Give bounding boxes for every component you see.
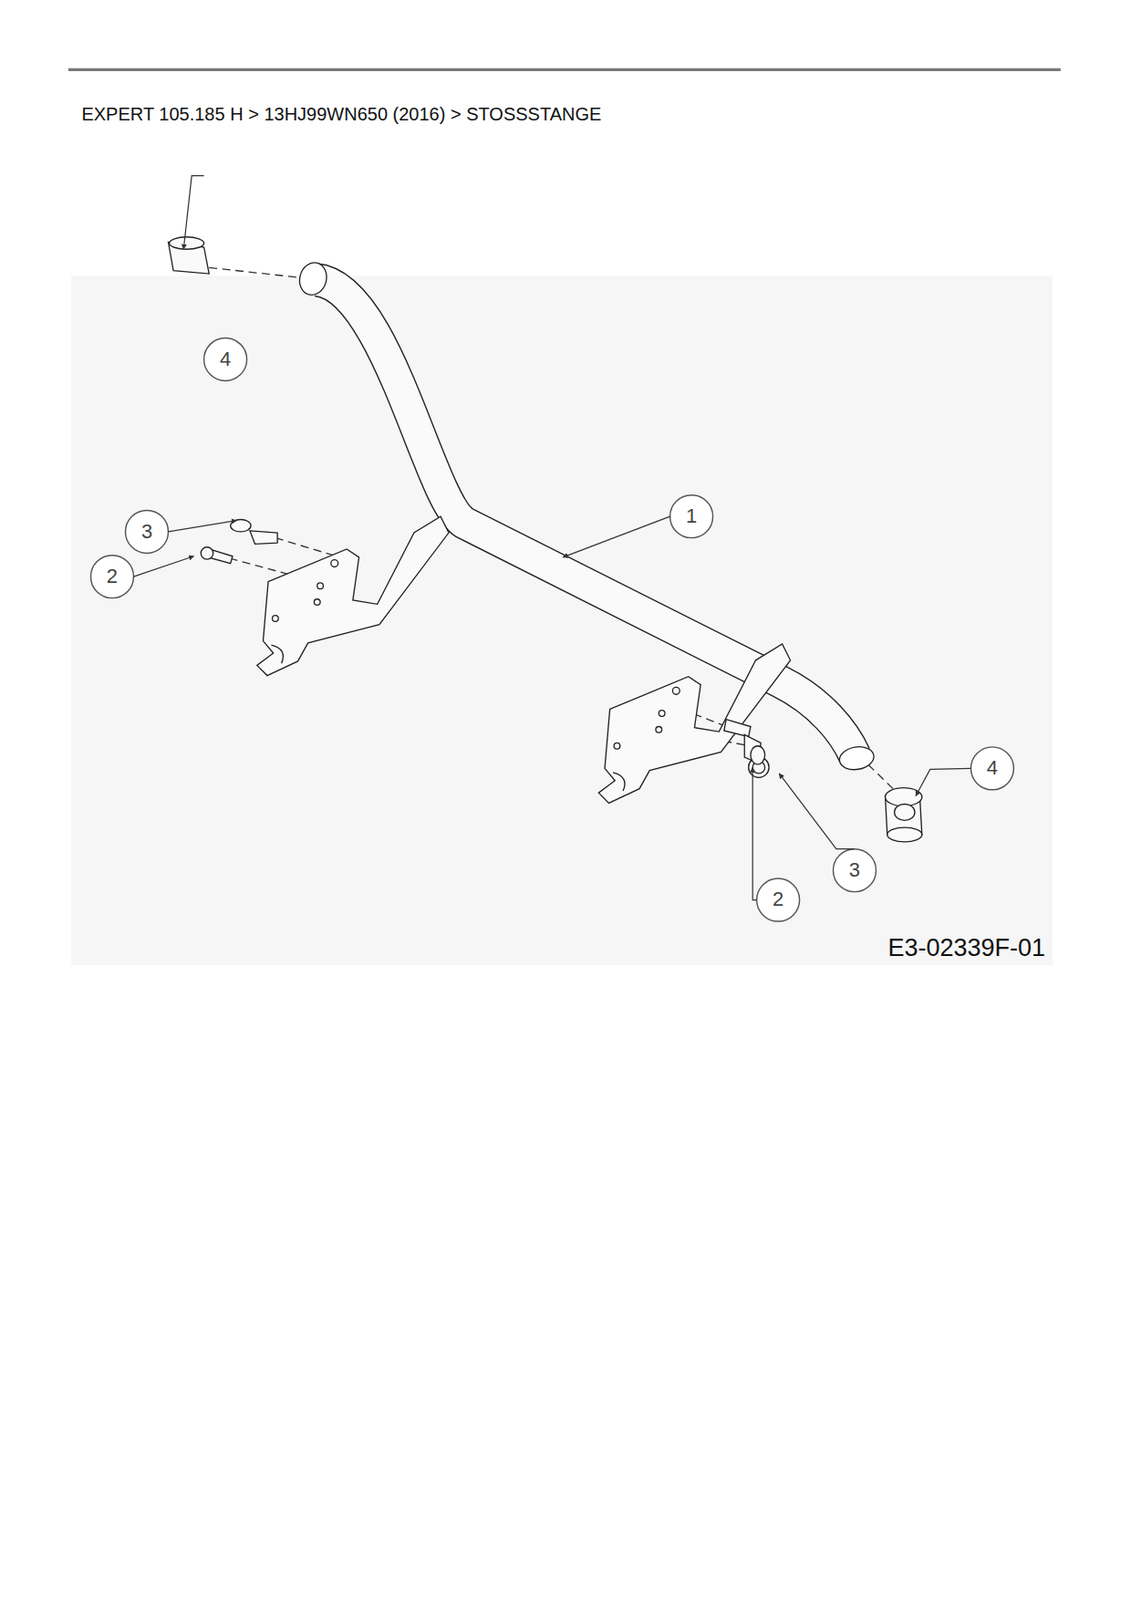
illustration-ground xyxy=(71,275,1053,965)
bumper-drawing xyxy=(167,237,922,842)
drawing-code: E3-02339F-01 xyxy=(887,933,1046,963)
leader-lines xyxy=(133,176,971,901)
callout-number: 1 xyxy=(673,498,710,535)
callout-number: 4 xyxy=(974,749,1011,787)
callout-number: 2 xyxy=(93,558,131,595)
callout-circles xyxy=(91,337,1015,922)
callout-number: 3 xyxy=(836,851,873,889)
page-title: EXPERT 105.185 H > 13HJ99WN650 (2016) > … xyxy=(81,103,602,125)
header-rule xyxy=(68,68,1061,72)
callout-number: 4 xyxy=(207,341,244,378)
callout-number: 3 xyxy=(128,513,166,550)
callout-number: 2 xyxy=(759,881,797,918)
